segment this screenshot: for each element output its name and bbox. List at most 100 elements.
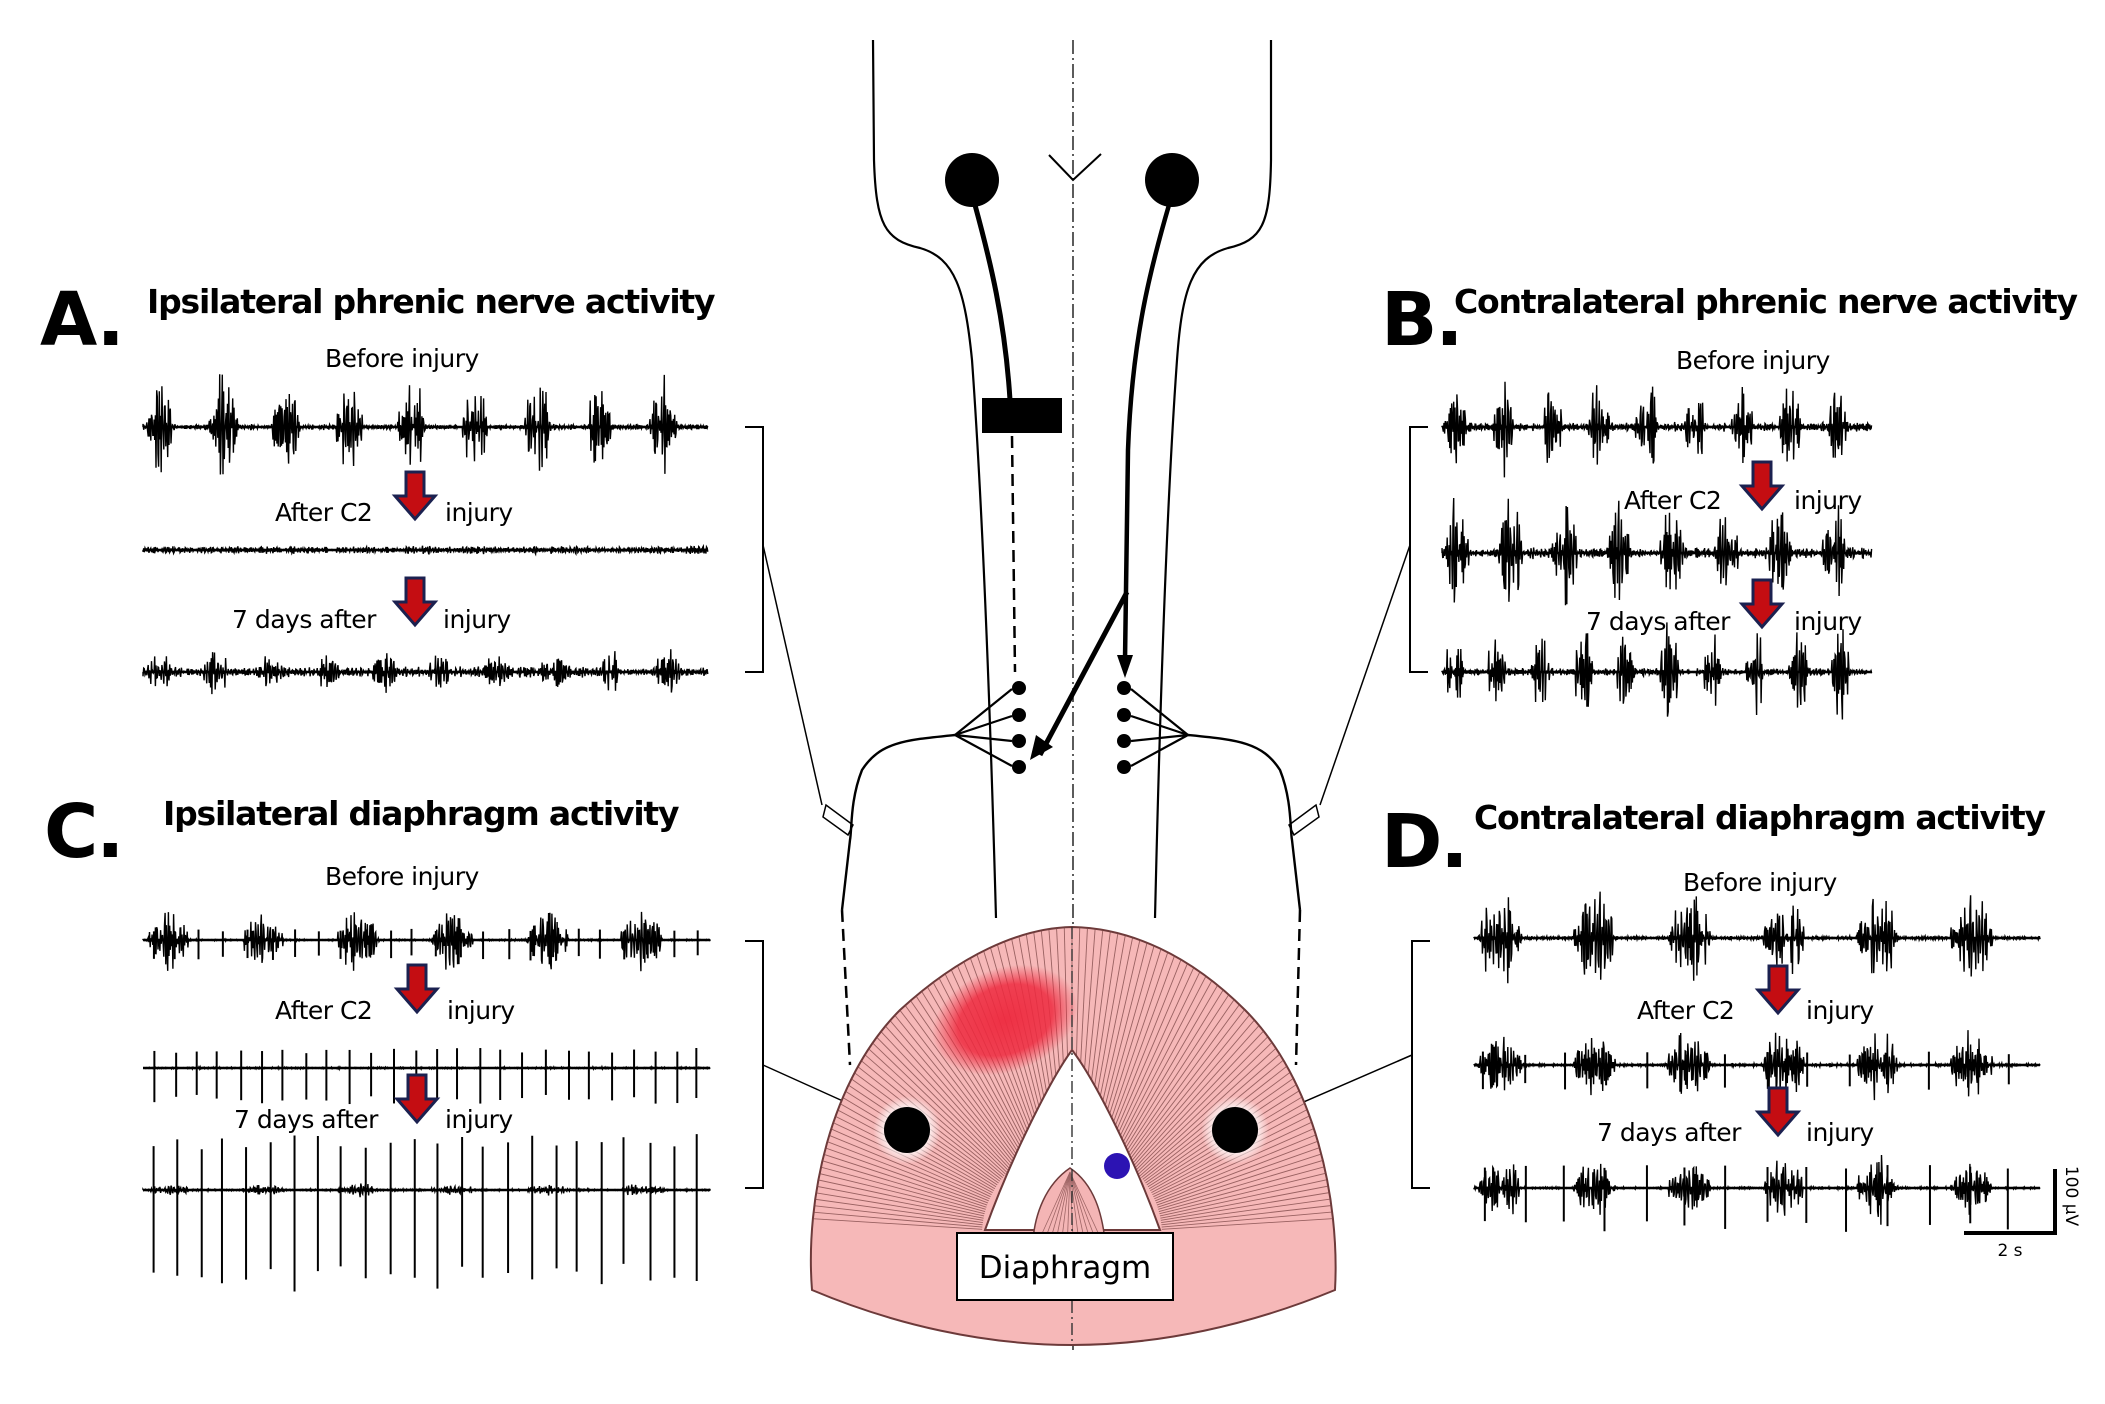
muscle-fiber	[810, 1135, 985, 1215]
condition-arrows	[391, 460, 1802, 1138]
panel-b-7days-label: 7 days after	[1586, 607, 1730, 636]
muscle-fiber	[810, 1208, 983, 1230]
muscle-fiber	[1106, 927, 1237, 1153]
diaphragm	[809, 925, 1337, 1347]
muscle-fiber	[810, 943, 1008, 1173]
crossed-phrenic-pathway	[1037, 590, 1130, 757]
muscle-fiber	[1148, 1018, 1336, 1190]
muscle-fiber	[810, 1046, 992, 1196]
tendon-fiber	[1069, 1171, 1096, 1239]
muscle-fiber	[1143, 983, 1336, 1182]
panel-a-before-label: Before injury	[325, 344, 479, 373]
bracket-panel-a	[745, 426, 764, 673]
tendon-fiber	[1039, 1171, 1071, 1239]
scale-bar-voltage: 100 µV	[2061, 1166, 2081, 1227]
trace-a-2	[142, 649, 709, 695]
panel-c-7days-injury: injury	[445, 1105, 513, 1134]
muscle-fiber	[1161, 1176, 1336, 1224]
muscle-fiber	[1139, 958, 1336, 1177]
down-arrow-icon	[1754, 964, 1802, 1016]
muscle-fiber	[810, 992, 999, 1184]
panel-c-after-injury: injury	[447, 996, 515, 1025]
panel-b-after-label: After C2	[1624, 486, 1722, 515]
panel-b-before-label: Before injury	[1676, 346, 1830, 375]
muscle-fiber	[810, 1000, 998, 1186]
muscle-fiber	[1155, 1075, 1336, 1202]
diaphragm-label-box	[956, 1232, 1174, 1301]
muscle-fiber	[1110, 927, 1256, 1155]
panel-b-after-injury: injury	[1794, 486, 1862, 515]
muscle-fiber	[810, 1176, 983, 1224]
muscle-fiber	[810, 1075, 989, 1202]
muscle-fiber	[1141, 966, 1336, 1178]
muscle-fiber	[810, 975, 1002, 1180]
panel-d-after-label: After C2	[1637, 996, 1735, 1025]
panel-d-letter: D.	[1381, 799, 1469, 885]
panel-a-after-label: After C2	[275, 498, 373, 527]
muscle-fiber	[1158, 1125, 1336, 1212]
muscle-fiber	[1100, 927, 1208, 1150]
panel-a-title: Ipsilateral phrenic nerve activity	[147, 282, 716, 321]
down-arrow-icon	[1754, 1086, 1802, 1138]
muscle-fiber	[810, 966, 1003, 1178]
muscle-fiber	[1160, 1166, 1336, 1221]
muscle-fiber	[1153, 1055, 1336, 1198]
muscle-fiber	[1161, 1187, 1336, 1226]
panel-d-7days-label: 7 days after	[1597, 1118, 1741, 1147]
panel-d-before-label: Before injury	[1683, 868, 1837, 897]
tendon-fiber	[1069, 1171, 1085, 1239]
obex-chevron	[1048, 153, 1102, 182]
panel-b-7days-injury: injury	[1794, 607, 1862, 636]
recording-traces	[142, 374, 2041, 1292]
tendon-fiber	[1067, 1171, 1071, 1239]
muscle-fiber	[1093, 927, 1177, 1148]
scale-bar: 2 s 100 µV	[1964, 1166, 2081, 1261]
trace-c-0	[142, 911, 712, 972]
muscle-fiber	[810, 1036, 993, 1194]
panel-d-title: Contralateral diaphragm activity	[1474, 798, 2046, 837]
muscle-fiber	[810, 1027, 994, 1192]
muscle-fiber	[1154, 1065, 1336, 1200]
arrowhead	[1117, 655, 1133, 678]
panel-c-7days-label: 7 days after	[234, 1105, 378, 1134]
muscle-fiber	[810, 1018, 996, 1190]
panel-c-title: Ipsilateral diaphragm activity	[163, 794, 680, 833]
trace-a-0	[142, 374, 709, 475]
nerve-electrode-right	[1288, 803, 1320, 837]
recording-electrode-icon	[884, 1107, 930, 1153]
panel-b-title: Contralateral phrenic nerve activity	[1454, 282, 2078, 321]
panel-a-letter: A.	[40, 277, 125, 363]
hemisection-lesion-icon	[982, 398, 1062, 433]
muscle-fiber	[1091, 927, 1167, 1148]
trace-d-2	[1473, 1154, 2041, 1225]
recording-electrode-icon	[945, 153, 999, 207]
muscle-fiber	[1159, 1145, 1336, 1217]
muscle-fiber	[810, 1155, 984, 1219]
panel-b-letter: B.	[1381, 277, 1464, 363]
down-arrow-icon	[391, 470, 439, 522]
muscle-fiber	[1147, 1009, 1336, 1188]
connector-panel-b	[1319, 544, 1411, 806]
muscle-fiber	[1114, 927, 1275, 1157]
muscle-fiber	[1096, 927, 1188, 1149]
nerve-to-diaphragm-right	[1294, 909, 1302, 1066]
muscle-fiber	[1158, 1114, 1336, 1210]
muscle-fiber	[1118, 927, 1293, 1159]
muscle-fiber	[1160, 1155, 1336, 1219]
panel-a-7days-injury: injury	[443, 605, 511, 634]
muscle-fiber	[810, 1055, 991, 1198]
tendon-fiber	[1050, 1171, 1071, 1239]
tendon-fiber	[1069, 1171, 1101, 1239]
bracket-panel-c	[745, 940, 764, 1189]
connector-panel-a	[762, 544, 823, 806]
brainstem-outline-right	[1153, 40, 1273, 919]
scale-bar-time: 2 s	[1997, 1241, 2022, 1261]
esophagus-marker	[1104, 1153, 1130, 1179]
muscle-fiber	[1112, 927, 1266, 1156]
muscle-fiber	[1138, 951, 1336, 1175]
ipsilateral-bulbospinal-pathway	[972, 204, 1013, 401]
muscle-fiber	[810, 1145, 985, 1217]
tendon-fiber	[1061, 1171, 1071, 1239]
muscle-fiber	[810, 1065, 990, 1200]
